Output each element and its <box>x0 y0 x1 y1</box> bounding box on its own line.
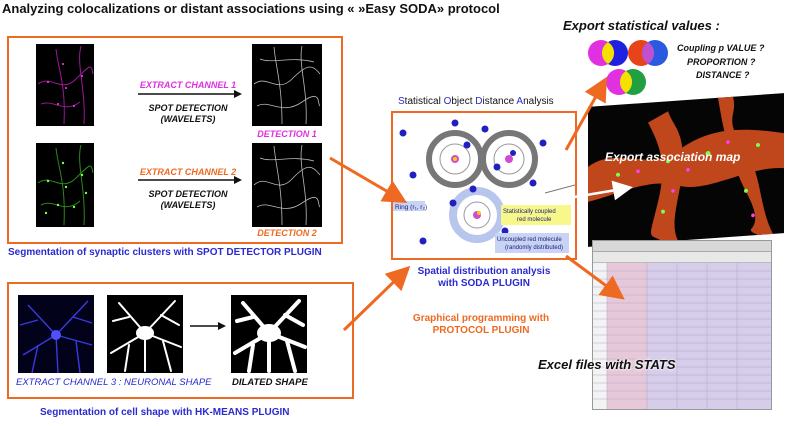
coupled-label-line2: red molecule <box>517 217 552 223</box>
hk-means-caption: Segmentation of cell shape with HK-MEANS… <box>40 407 290 418</box>
spot-detector-panel <box>7 36 343 244</box>
neuron-mask-image <box>107 295 183 373</box>
spot-detection2-line2: (WAVELETS) <box>160 200 216 210</box>
arrow-soda-to-excel-icon <box>565 254 625 300</box>
excel-label: Excel files with STATS <box>538 357 676 372</box>
arrow-channel1-icon <box>138 90 242 98</box>
soda-diagram: Ring (r₁, r₂) Statistically coupled red … <box>393 119 576 253</box>
soda-caption-line2: with SODA PLUGIN <box>438 278 530 289</box>
arrow-soda-to-stats-icon <box>564 76 607 151</box>
uncoupled-label-line2: (randomly distributed) <box>505 245 563 251</box>
soda-caption-line1: Spatial distribution analysis <box>417 266 551 277</box>
detection1-image <box>252 44 322 126</box>
distance-label: DISTANCE ? <box>696 70 750 80</box>
extract-channel3-label: EXTRACT CHANNEL 3 : NEURONAL SHAPE <box>16 377 212 388</box>
coupling-p-value-label: Coupling p VALUE ? <box>677 43 765 53</box>
arrow-channel2-icon <box>138 176 242 184</box>
arrow-shape-to-soda-icon <box>342 265 411 332</box>
spot-detector-caption: Segmentation of synaptic clusters with S… <box>8 247 322 258</box>
coupled-label-line1: Statistically coupled <box>503 209 556 215</box>
spot-detection1-line2: (WAVELETS) <box>160 114 216 124</box>
hk-means-panel <box>7 282 354 399</box>
dilated-shape-label: DILATED SHAPE <box>232 377 308 388</box>
extract-channel1-label: EXTRACT CHANNEL 1 <box>139 80 237 90</box>
spot-detection2-line1: SPOT DETECTION <box>148 189 228 199</box>
soda-diagram-box: Ring (r₁, r₂) Statistically coupled red … <box>391 111 577 260</box>
detection2-label: DETECTION 2 <box>257 228 317 238</box>
uncoupled-label-line1: Uncoupled red molecule <box>497 237 562 243</box>
detection2-image <box>252 143 322 227</box>
excel-spreadsheet-image <box>592 240 772 410</box>
ring-label: Ring (r₁, r₂) <box>395 204 427 211</box>
association-map-label: Export association map <box>605 150 741 164</box>
page-title: Analyzing colocalizations or distant ass… <box>2 1 500 16</box>
dilated-shape-image <box>231 295 307 373</box>
protocol-caption-line2: PROTOCOL PLUGIN <box>432 325 530 336</box>
channel3-source-image <box>18 295 94 374</box>
extract-channel2-label: EXTRACT CHANNEL 2 <box>139 167 237 177</box>
venn-magenta-green-icon <box>606 69 646 95</box>
arrow-soda-to-map-icon <box>544 180 633 204</box>
venn-magenta-yellow-icon <box>588 40 628 66</box>
soda-heading: Statistical Object Distance Analysis <box>398 96 554 107</box>
spot-detection1-line1: SPOT DETECTION <box>148 103 228 113</box>
association-map-image <box>588 93 784 247</box>
proportion-label: PROPORTION ? <box>687 57 756 67</box>
channel1-source-image <box>36 44 94 126</box>
venn-icons <box>588 40 668 95</box>
venn-orange-blue-icon <box>628 40 668 66</box>
channel2-source-image <box>36 143 94 227</box>
arrow-dilate-icon <box>190 322 226 330</box>
protocol-caption-line1: Graphical programming with <box>412 313 550 324</box>
detection1-label: DETECTION 1 <box>257 129 317 139</box>
export-stats-heading: Export statistical values : <box>563 18 720 33</box>
arrow-spots-to-soda-icon <box>329 156 408 204</box>
